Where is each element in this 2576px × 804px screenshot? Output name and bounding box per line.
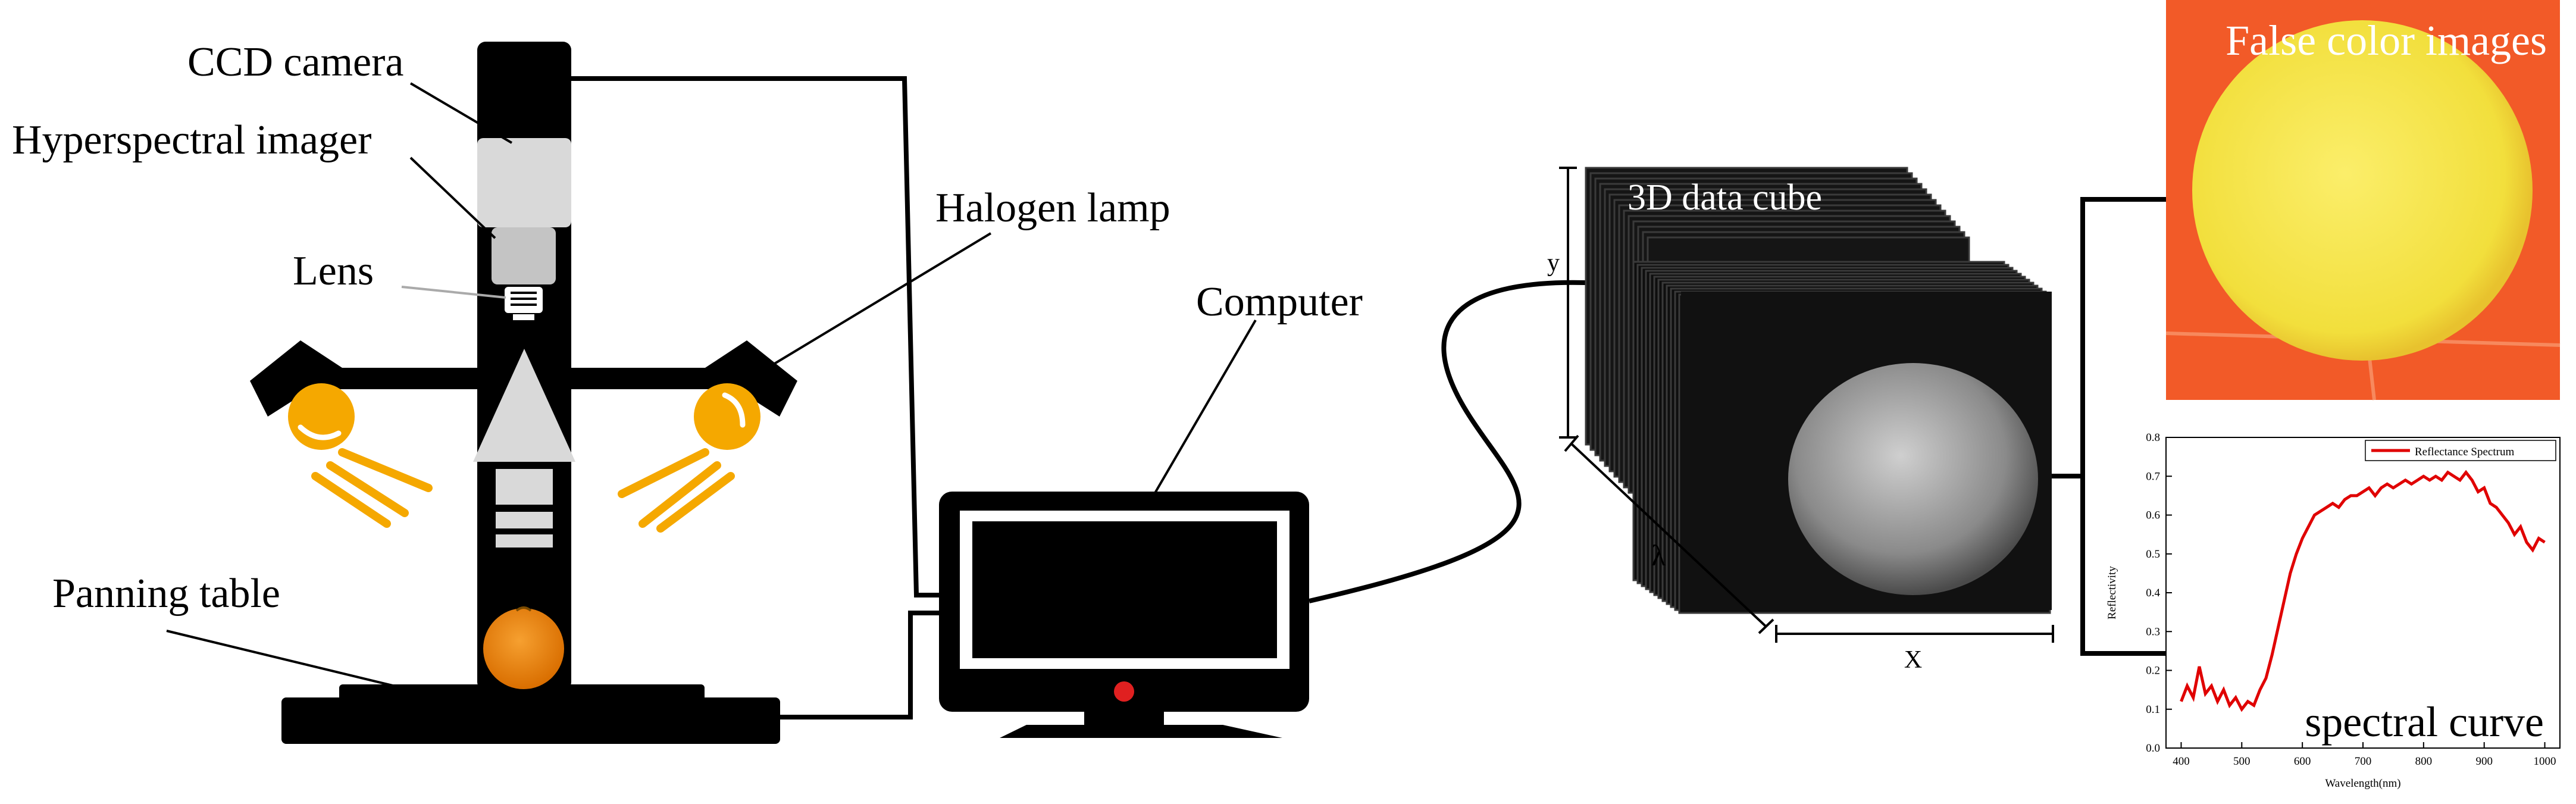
label-axis-y: y xyxy=(1547,249,1560,277)
x-tick-label: 1000 xyxy=(2534,755,2556,768)
leader-computer xyxy=(1153,319,1257,495)
spectral-curve-label: spectral curve xyxy=(2305,698,2544,746)
light-bar-3 xyxy=(496,534,553,548)
chart-plot-frame xyxy=(2165,437,2561,749)
monitor-power-led xyxy=(1114,681,1134,702)
computer-monitor xyxy=(939,492,1309,738)
y-tick-label: 0.3 xyxy=(2146,625,2160,638)
ccd-camera xyxy=(477,138,571,227)
label-false-color: False color images xyxy=(2226,17,2547,64)
x-tick-label: 400 xyxy=(2173,755,2190,768)
chart-x-axis-label: Wavelength(nm) xyxy=(2325,777,2400,790)
chart-legend: Reflectance Spectrum xyxy=(2365,440,2556,461)
y-tick-label: 0.5 xyxy=(2146,548,2160,561)
cable-table-computer xyxy=(780,611,939,719)
cube-axes xyxy=(1559,167,2054,643)
label-computer: Computer xyxy=(1196,279,1363,325)
chart-y-axis-label: Reflectivity xyxy=(2106,566,2118,620)
label-hyperspectral-imager: Hyperspectral imager xyxy=(12,117,371,163)
halogen-lamp-right xyxy=(618,340,797,533)
y-tick-label: 0.7 xyxy=(2146,470,2160,483)
hyperspectral-imager xyxy=(492,227,556,284)
chart-series-reflectance xyxy=(2180,470,2546,712)
label-halogen-lamp: Halogen lamp xyxy=(935,185,1170,231)
x-tick-label: 700 xyxy=(2355,755,2372,768)
y-tick-label: 0.1 xyxy=(2146,703,2160,716)
label-axis-x: X xyxy=(1904,646,1922,674)
leader-lines xyxy=(166,82,1257,687)
chart-y-ticks: 0.0 0.1 0.2 0.3 0.4 0.5 0.6 0.7 0.8 xyxy=(2146,431,2172,755)
chart-x-ticks: 400 500 600 700 800 900 1000 xyxy=(2173,742,2556,768)
false-color-image xyxy=(2165,0,2561,401)
leader-hyperspectral-imager xyxy=(409,157,496,239)
orange-sample xyxy=(483,606,564,689)
cable-camera-computer xyxy=(571,76,939,597)
light-bar-1 xyxy=(496,469,553,505)
imaging-rig xyxy=(250,42,797,744)
x-tick-label: 500 xyxy=(2233,755,2251,768)
label-panning-table: Panning table xyxy=(52,571,280,617)
cable-computer-cube xyxy=(1309,280,1586,603)
light-direction-arrow xyxy=(473,349,575,462)
label-data-cube: 3D data cube xyxy=(1627,177,1822,218)
light-bar-2 xyxy=(496,512,553,528)
x-tick-label: 600 xyxy=(2294,755,2311,768)
y-tick-label: 0.0 xyxy=(2146,742,2160,755)
x-tick-label: 800 xyxy=(2415,755,2433,768)
cables xyxy=(571,76,2166,719)
data-cube xyxy=(1559,167,2054,643)
legend-label: Reflectance Spectrum xyxy=(2415,446,2514,458)
y-tick-label: 0.6 xyxy=(2146,509,2160,522)
leader-ccd-camera xyxy=(409,82,513,144)
label-ccd-camera: CCD camera xyxy=(187,39,403,85)
panning-table-top xyxy=(339,684,705,702)
cable-results-bracket xyxy=(2080,197,2166,656)
label-lens: Lens xyxy=(293,248,374,294)
leader-panning-table xyxy=(166,630,393,687)
y-tick-label: 0.2 xyxy=(2146,665,2160,677)
spectral-chart: 0.0 0.1 0.2 0.3 0.4 0.5 0.6 0.7 0.8 400 500 600 700… xyxy=(2106,431,2561,790)
halogen-lamp-left xyxy=(250,340,433,528)
panning-table xyxy=(281,697,780,744)
cube-fruit-image xyxy=(1788,363,2038,595)
leader-halogen-lamp xyxy=(772,232,992,365)
text-labels: CCD camera Hyperspectral imager Lens Hal… xyxy=(12,17,2547,674)
lens xyxy=(505,287,543,320)
y-tick-label: 0.8 xyxy=(2146,431,2160,444)
leader-lens xyxy=(401,286,506,299)
y-tick-label: 0.4 xyxy=(2146,587,2160,599)
label-axis-lambda: λ xyxy=(1651,539,1666,572)
x-tick-label: 900 xyxy=(2475,755,2493,768)
